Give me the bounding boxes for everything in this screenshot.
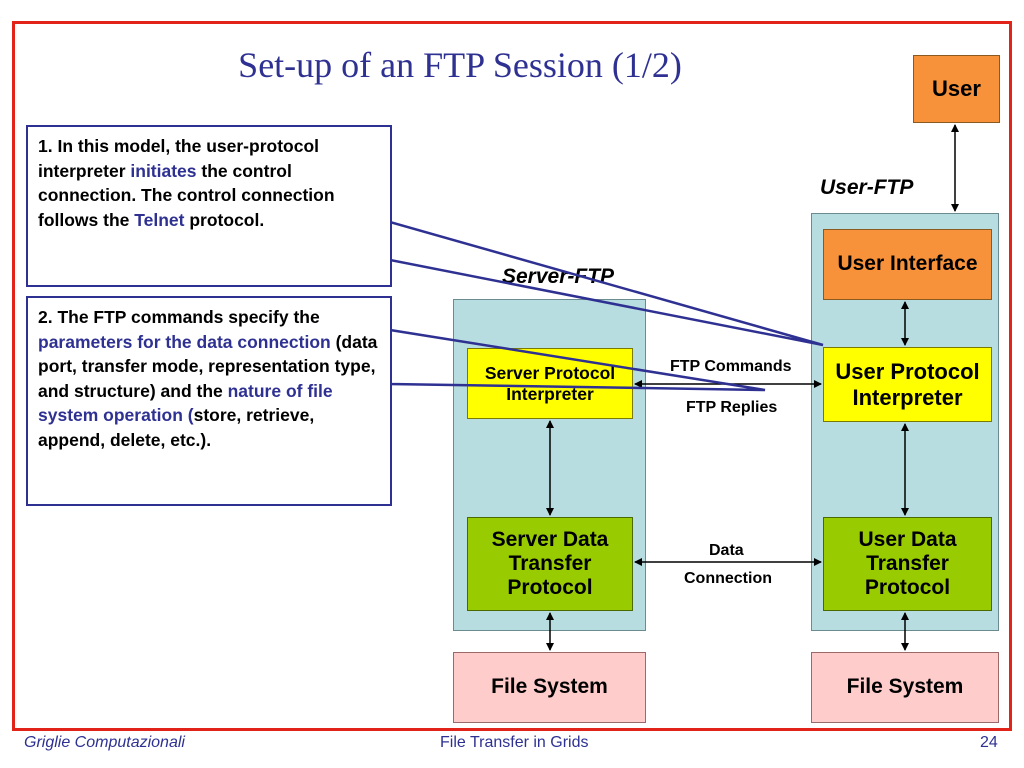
note-1: 1. In this model, the user-protocol inte… [26,125,392,287]
note-1-text-3: protocol. [184,209,265,230]
user-protocol-interpreter-box: User Protocol Interpreter [823,347,992,422]
server-file-system-box: File System [453,652,646,723]
user-data-transfer-protocol-box: User Data Transfer Protocol [823,517,992,611]
server-ftp-label: Server-FTP [502,265,615,288]
ftp-commands-label: FTP Commands [670,358,792,375]
server-protocol-interpreter-box: Server Protocol Interpreter [467,348,633,419]
footer-center: File Transfer in Grids [440,734,589,751]
user-ftp-label: User-FTP [820,176,914,199]
user-file-system-box: File System [811,652,999,723]
note-2: 2. The FTP commands specify the paramete… [26,296,392,506]
note-1-text-2: the control connection. The control conn… [38,160,335,230]
note-2-text-3: store, retrieve, append, delete, etc.). [38,405,315,450]
note-2-text-1: 2. The FTP commands specify the [38,307,320,327]
footer-page-number: 24 [980,734,998,751]
slide-title: Set-up of an FTP Session (1/2) [238,45,682,85]
note-2-highlight-parameters: parameters for the data connection [38,331,331,352]
user-box: User [913,55,1000,123]
user-interface-box: User Interface [823,229,992,300]
note-1-highlight-initiates: initiates [130,160,197,181]
data-connection-label-line1: Data [709,542,744,559]
note-1-highlight-telnet: Telnet [134,209,185,230]
ftp-replies-label: FTP Replies [686,399,778,416]
server-data-transfer-protocol-box: Server Data Transfer Protocol [467,517,633,611]
note-1-text-1: 1. In this model, the user-protocol inte… [38,136,319,181]
footer-left: Griglie Computazionali [24,734,185,751]
note-2-text-2: (data port, transfer mode, representatio… [38,331,378,401]
note-2-highlight-nature: nature of file system operation ( [38,380,333,426]
slide-frame [12,21,1012,731]
data-connection-label-line2: Connection [684,570,772,587]
